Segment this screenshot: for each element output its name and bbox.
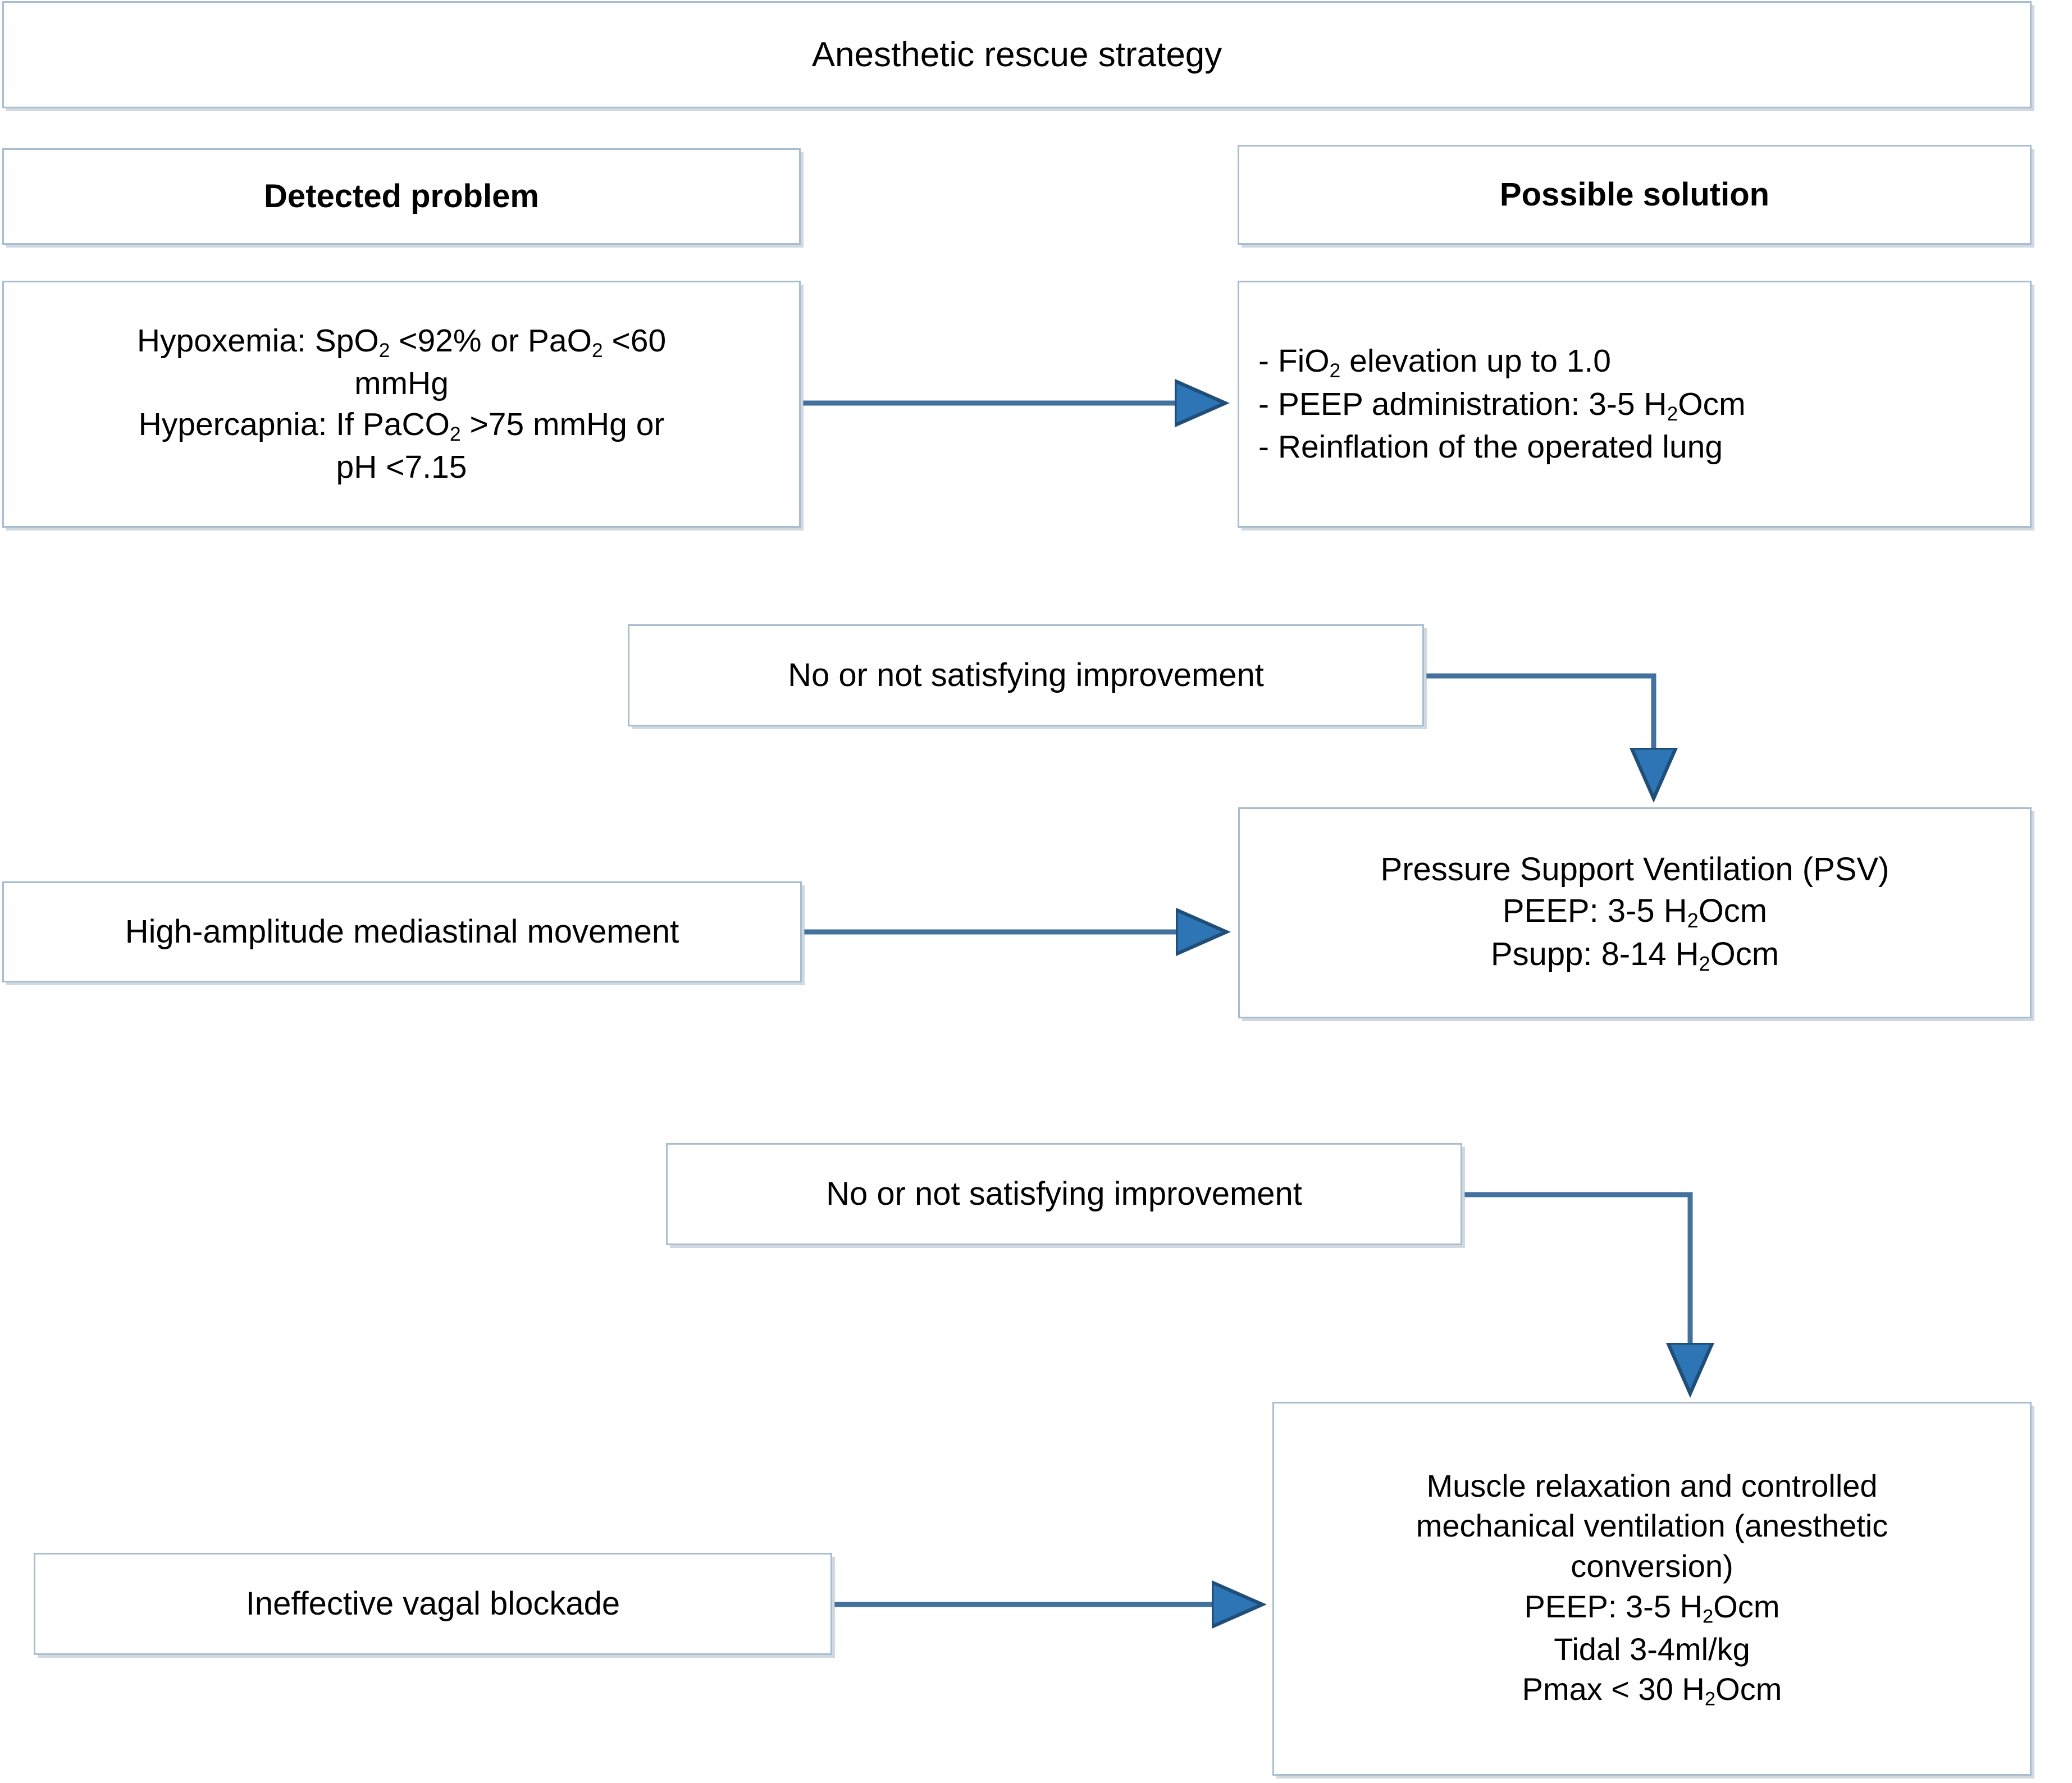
node-no-improvement-1-label: No or not satisfying improvement [788, 656, 1264, 693]
node-problem-mediastinal-movement: High-amplitude mediastinal movement [2, 881, 802, 982]
node-no-improvement-2-label: No or not satisfying improvement [826, 1175, 1302, 1212]
header-detected-problem-label: Detected problem [264, 177, 539, 214]
header-detected-problem: Detected problem [2, 148, 801, 245]
connector-noimprovement1-to-psv [1426, 673, 1654, 769]
node-problem-ineffective-vagal-blockade-label: Ineffective vagal blockade [245, 1585, 620, 1622]
node-solution-initial-measures: - FiO2 elevation up to 1.0- PEEP adminis… [1238, 281, 2032, 528]
page-title: Anesthetic rescue strategy [811, 35, 1222, 74]
header-possible-solution: Possible solution [1238, 145, 2032, 245]
node-solution-psv: Pressure Support Ventilation (PSV)PEEP: … [1238, 807, 2032, 1018]
node-problem-mediastinal-movement-label: High-amplitude mediastinal movement [125, 913, 679, 950]
diagram-title-box: Anesthetic rescue strategy [2, 1, 2032, 108]
connector-noimprovement2-to-muscle [1464, 1192, 1690, 1364]
node-solution-psv-text: Pressure Support Ventilation (PSV)PEEP: … [1380, 851, 1890, 976]
node-no-improvement-1: No or not satisfying improvement [628, 624, 1424, 726]
node-problem-ineffective-vagal-blockade: Ineffective vagal blockade [34, 1553, 832, 1655]
node-no-improvement-2: No or not satisfying improvement [666, 1143, 1462, 1245]
node-solution-initial-measures-text: - FiO2 elevation up to 1.0- PEEP adminis… [1258, 343, 1746, 465]
header-possible-solution-label: Possible solution [1499, 176, 1770, 213]
